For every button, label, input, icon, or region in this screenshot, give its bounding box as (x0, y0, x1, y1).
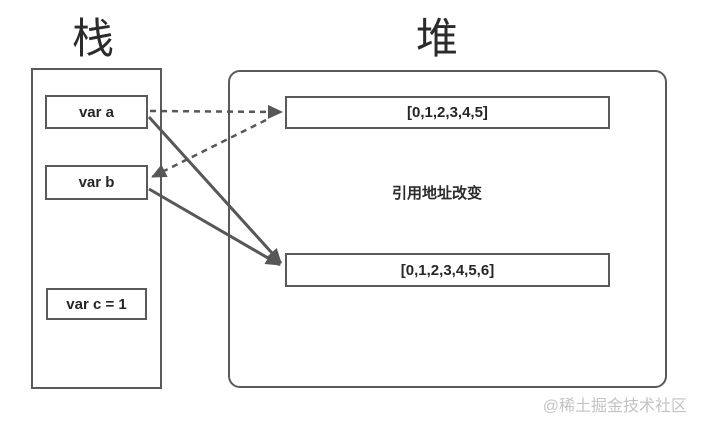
stack-item-var-b: var b (45, 165, 148, 200)
heap-object-new-array: [0,1,2,3,4,5,6] (285, 253, 610, 287)
watermark-juejin-community: @稀土掘金技术社区 (542, 398, 687, 415)
stack-item-var-c: var c = 1 (46, 288, 147, 320)
stack-title: 栈 (72, 15, 117, 62)
heap-title: 堆 (416, 15, 461, 62)
annotation-reference-change: 引用地址改变 (392, 185, 483, 202)
heap-object-old-array: [0,1,2,3,4,5] (285, 96, 610, 129)
stack-item-var-a: var a (45, 95, 148, 129)
